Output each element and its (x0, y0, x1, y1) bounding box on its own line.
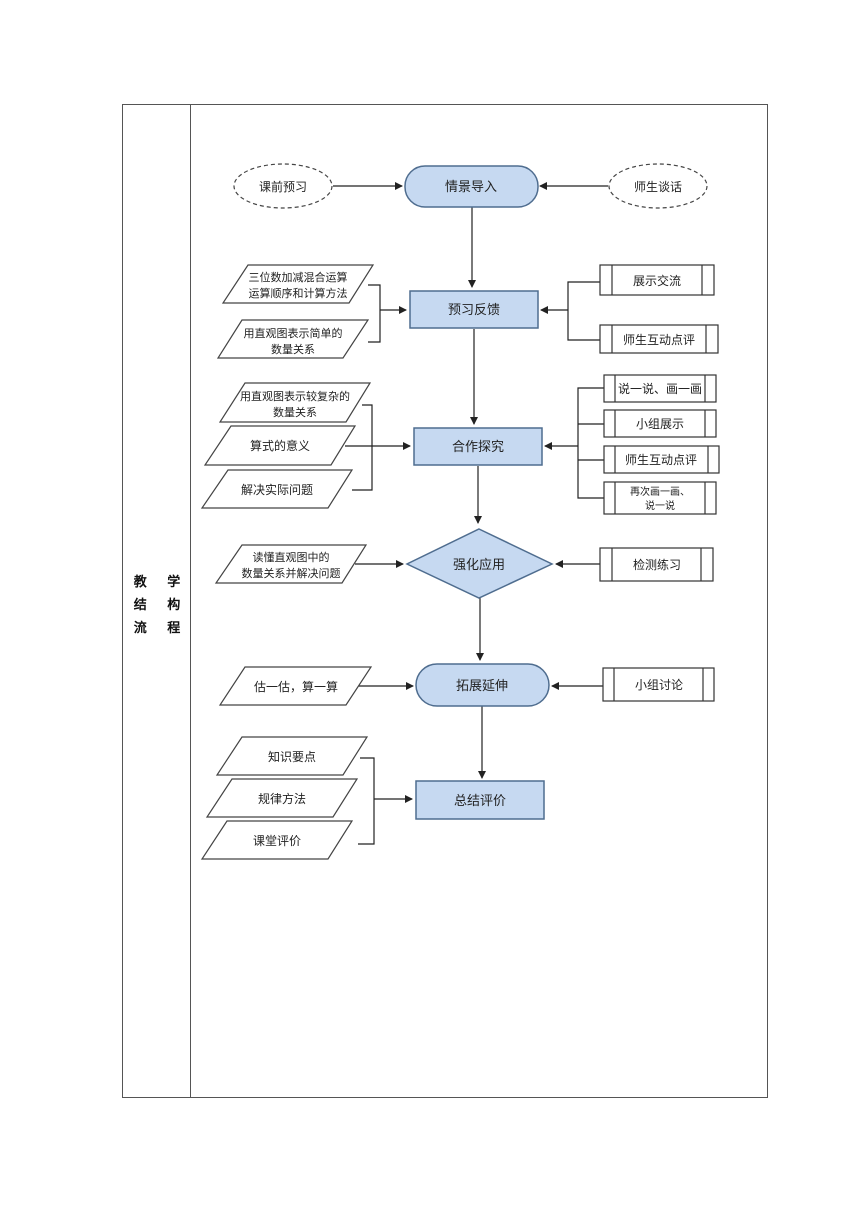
input-label: 估一估，算一算 (254, 679, 338, 694)
node-label: 情景导入 (445, 180, 497, 195)
box-peer-review-1: 师生互动点评 (599, 324, 719, 354)
input-label-line-2: 数量关系 (273, 405, 317, 419)
input-label-line-2: 数量关系并解决问题 (242, 566, 341, 580)
input-label: 解决实际问题 (241, 482, 313, 497)
input-label-line-1: 用直观图表示简单的 (244, 326, 343, 340)
input-simple-relation: 用直观图表示简单的 数量关系 (216, 319, 370, 359)
input-label-line-1: 用直观图表示较复杂的 (240, 389, 350, 403)
box-peer-review-2: 师生互动点评 (603, 445, 720, 474)
label-line-1: 教 学 (133, 575, 189, 590)
input-label: 知识要点 (268, 750, 316, 764)
label-column: 教 学 结 构 流 程 (123, 105, 191, 1097)
input-label: 课堂评价 (253, 834, 301, 848)
box-label: 展示交流 (633, 273, 681, 288)
input-label: 算式的意义 (250, 438, 310, 453)
teaching-structure-label: 教 学 结 构 流 程 (123, 571, 191, 640)
box-say-draw: 说一说、画一画 (603, 374, 717, 403)
node-label: 预习反馈 (448, 303, 500, 318)
box-label: 说一说、画一画 (618, 381, 702, 396)
ellipse-teacher-talk: 师生谈话 (608, 163, 708, 209)
box-label: 检测练习 (633, 557, 681, 572)
input-class-eval: 课堂评价 (200, 820, 354, 860)
input-label-line-2: 运算顺序和计算方法 (249, 286, 348, 300)
node-label: 合作探究 (452, 440, 504, 455)
ellipse-label: 课前预习 (259, 179, 307, 194)
node-label: 强化应用 (453, 557, 505, 573)
input-knowledge: 知识要点 (215, 736, 369, 776)
input-label: 规律方法 (258, 791, 306, 806)
connectors (333, 182, 608, 845)
node-label: 总结评价 (454, 794, 506, 809)
input-mixed-ops: 三位数加减混合运算 运算顺序和计算方法 (221, 264, 375, 304)
box-label: 小组展示 (636, 417, 684, 431)
box-label: 师生互动点评 (623, 333, 695, 347)
box-show-exchange: 展示交流 (599, 264, 715, 296)
node-preview-feedback: 预习反馈 (409, 290, 539, 329)
input-estimate: 估一估，算一算 (218, 666, 373, 706)
input-method: 规律方法 (205, 778, 359, 818)
structure-table: 教 学 结 构 流 程 (122, 104, 768, 1098)
input-read-diagram: 读懂直观图中的 数量关系并解决问题 (214, 544, 368, 584)
input-label-line-1: 三位数加减混合运算 (249, 270, 348, 284)
box-group-show: 小组展示 (603, 409, 717, 438)
node-extend: 拓展延伸 (415, 663, 550, 707)
ellipse-label: 师生谈话 (634, 180, 682, 194)
box-label: 师生互动点评 (625, 453, 697, 467)
input-formula-meaning: 算式的意义 (203, 425, 357, 466)
node-reinforce-apply: 强化应用 (405, 528, 554, 599)
box-label-line-2: 说一说 (645, 499, 675, 512)
label-line-3: 流 程 (133, 621, 189, 636)
node-summary-eval: 总结评价 (415, 780, 545, 820)
input-label-line-2: 数量关系 (271, 342, 315, 356)
box-group-discuss: 小组讨论 (602, 667, 715, 702)
node-situation-intro: 情景导入 (404, 165, 539, 208)
box-draw-again: 再次画一画、 说一说 (603, 481, 717, 515)
ellipse-pre-study: 课前预习 (233, 163, 333, 209)
input-solve-problem: 解决实际问题 (200, 469, 354, 509)
node-label: 拓展延伸 (456, 679, 508, 694)
label-line-2: 结 构 (133, 598, 189, 613)
box-practice: 检测练习 (599, 547, 714, 582)
input-complex-relation: 用直观图表示较复杂的 数量关系 (218, 382, 372, 423)
box-label-line-1: 再次画一画、 (630, 485, 690, 498)
node-cooperative-inquiry: 合作探究 (413, 427, 543, 466)
box-label: 小组讨论 (635, 678, 683, 692)
input-label-line-1: 读懂直观图中的 (253, 550, 330, 564)
